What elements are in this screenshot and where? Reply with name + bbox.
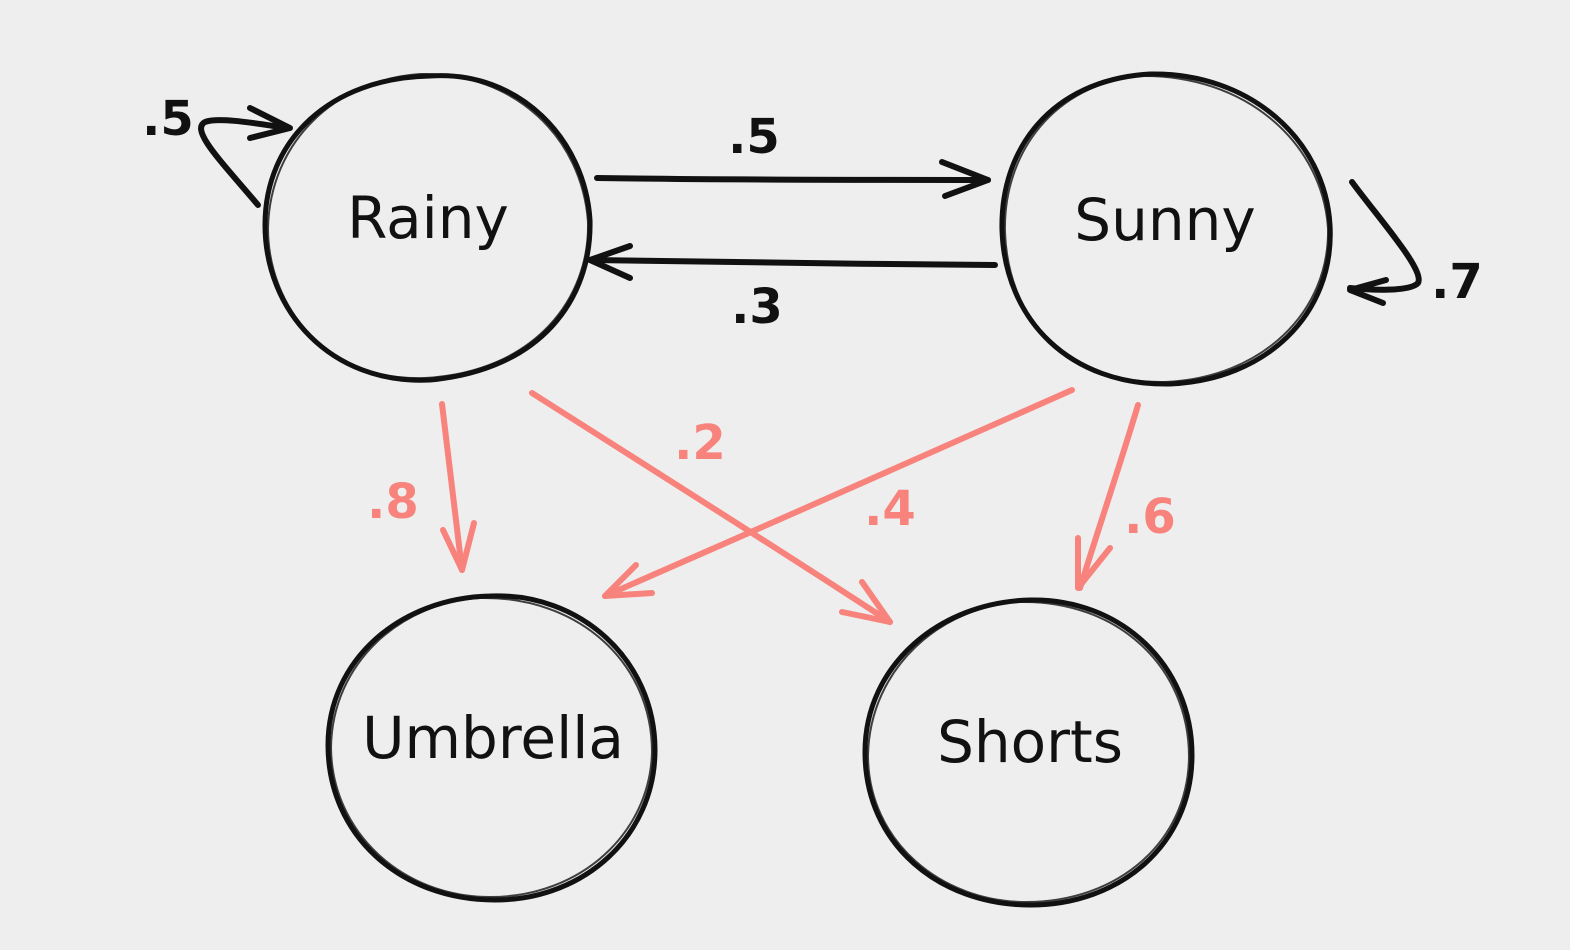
edge-sunny-to-shorts-line: [1077, 402, 1141, 591]
edge-sunny-to-rainy-arrowhead: [587, 243, 633, 281]
edge-rainy-to-shorts-arrowhead: [839, 579, 893, 625]
edge-rainy-to-shorts: .2: [529, 390, 893, 625]
edge-rainy-to-umbrella-line: [439, 401, 465, 573]
node-shorts: Shorts: [862, 597, 1195, 908]
edge-sunny-to-sunny-label: .7: [1431, 254, 1483, 310]
node-rainy-label: Rainy: [347, 184, 509, 252]
node-sunny-label: Sunny: [1074, 186, 1255, 254]
node-rainy-circle: [262, 73, 593, 383]
edge-rainy-to-sunny-label: .5: [728, 109, 780, 165]
edge-rainy-to-rainy-line: [198, 117, 291, 208]
edge-sunny-to-shorts-arrowhead: [1075, 535, 1113, 591]
edge-rainy-to-rainy: .5: [142, 91, 293, 208]
edge-sunny-to-sunny: .7: [1347, 179, 1483, 310]
node-shorts-circle: [862, 597, 1195, 908]
edge-rainy-to-shorts-label: .2: [674, 415, 726, 471]
node-rainy-circle-stroke: [266, 72, 590, 380]
edge-sunny-to-umbrella-label: .4: [864, 481, 916, 537]
edge-rainy-to-sunny-line: [594, 175, 991, 183]
node-rainy: Rainy: [262, 72, 593, 383]
edge-sunny-to-umbrella: .4: [602, 387, 1075, 599]
edge-sunny-to-umbrella-line: [602, 387, 1075, 599]
node-umbrella-circle-stroke: [329, 596, 654, 899]
node-umbrella: Umbrella: [325, 593, 658, 903]
node-umbrella-label: Umbrella: [362, 704, 624, 772]
node-sunny: Sunny: [999, 71, 1333, 387]
edge-sunny-to-umbrella-arrowhead: [602, 562, 655, 599]
edge-sunny-to-rainy-line: [587, 257, 998, 268]
edge-rainy-to-shorts-line: [529, 390, 893, 625]
node-shorts-circle-stroke: [866, 600, 1191, 904]
node-umbrella-circle: [325, 593, 658, 903]
edge-sunny-to-sunny-line: [1347, 179, 1422, 293]
edge-rainy-to-rainy-arrowhead: [247, 105, 293, 141]
edge-rainy-to-umbrella-label: .8: [367, 474, 419, 530]
node-shorts-label: Shorts: [937, 708, 1123, 776]
edge-sunny-to-shorts-label: .6: [1124, 489, 1176, 545]
edge-sunny-to-sunny-arrowhead: [1347, 277, 1389, 306]
edge-sunny-to-rainy-label: .3: [731, 279, 783, 335]
node-sunny-circle: [999, 71, 1333, 387]
edge-rainy-to-umbrella: .8: [367, 401, 477, 573]
edge-sunny-to-shorts: .6: [1075, 402, 1176, 591]
edge-rainy-to-sunny-arrowhead: [939, 159, 991, 199]
node-sunny-circle-stroke: [1003, 74, 1330, 384]
edge-rainy-to-umbrella-arrowhead: [440, 520, 477, 573]
edge-sunny-to-rainy: .3: [587, 243, 998, 335]
edge-rainy-to-rainy-label: .5: [142, 91, 194, 147]
edge-rainy-to-sunny: .5: [594, 109, 991, 199]
